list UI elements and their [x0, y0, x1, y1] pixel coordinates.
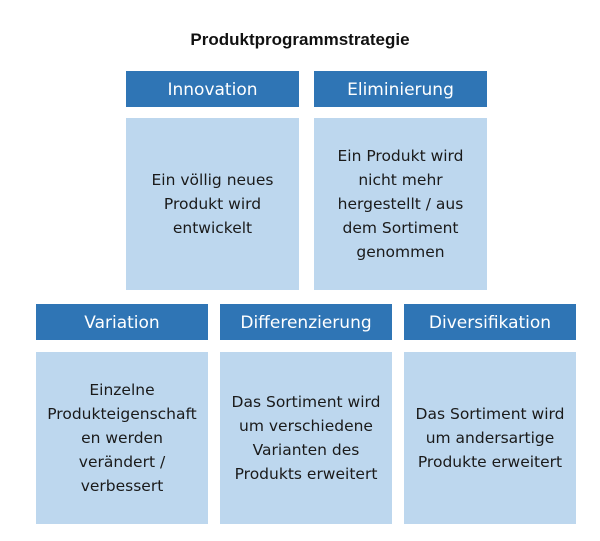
box-variation-heading: Variation: [36, 304, 208, 340]
box-variation: Variation Einzelne Produkteigenschaft en…: [36, 304, 208, 524]
box-variation-text: Einzelne Produkteigenschaft en werden ve…: [36, 352, 208, 524]
box-eliminierung-text: Ein Produkt wird nicht mehr hergestellt …: [314, 118, 487, 290]
box-innovation: Innovation Ein völlig neues Produkt wird…: [126, 71, 299, 290]
box-eliminierung: Eliminierung Ein Produkt wird nicht mehr…: [314, 71, 487, 290]
box-diversifikation: Diversifikation Das Sortiment wird um an…: [404, 304, 576, 524]
box-differenzierung-text: Das Sortiment wird um verschiedene Varia…: [220, 352, 392, 524]
box-eliminierung-heading: Eliminierung: [314, 71, 487, 107]
box-diversifikation-heading: Diversifikation: [404, 304, 576, 340]
diagram-title: Produktprogrammstrategie: [190, 30, 410, 49]
box-innovation-text: Ein völlig neues Produkt wird entwickelt: [126, 118, 299, 290]
box-differenzierung-heading: Differenzierung: [220, 304, 392, 340]
box-diversifikation-text: Das Sortiment wird um andersartige Produ…: [404, 352, 576, 524]
box-innovation-heading: Innovation: [126, 71, 299, 107]
box-differenzierung: Differenzierung Das Sortiment wird um ve…: [220, 304, 392, 524]
